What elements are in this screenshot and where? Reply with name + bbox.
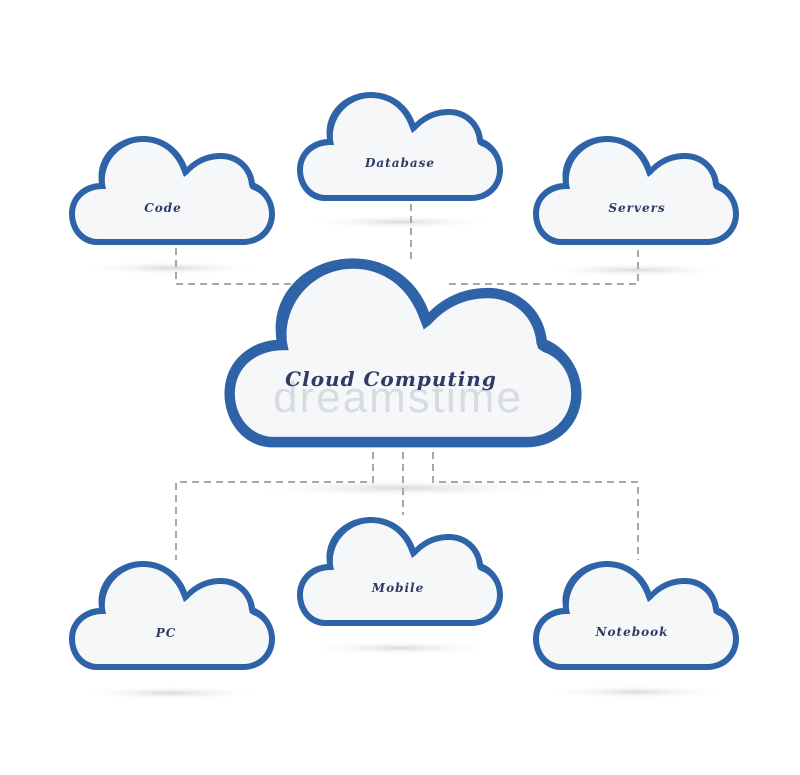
- shadow-notebook: [541, 685, 731, 699]
- cloud-node-servers: Servers: [533, 136, 739, 245]
- shadow-code: [75, 261, 265, 275]
- connectors: [175, 204, 639, 560]
- cloud-node-cloud-computing: dreamstime Cloud Computing: [224, 258, 582, 448]
- watermark: dreamstime: [273, 373, 523, 422]
- cloud-label-mobile: Mobile: [371, 581, 424, 595]
- cloud-label-pc: PC: [155, 626, 177, 640]
- connector-code: [175, 248, 300, 285]
- cloud-label-notebook: Notebook: [595, 625, 669, 639]
- cloud-node-notebook: Notebook: [533, 561, 739, 670]
- cloud-node-pc: PC: [69, 561, 275, 670]
- shadow-mobile: [305, 641, 495, 655]
- shadow-database: [305, 215, 495, 229]
- connector-pc: [175, 452, 374, 560]
- cloud-label-database: Database: [364, 156, 435, 170]
- shadow-pc: [75, 686, 265, 700]
- cloud-label-servers: Servers: [608, 201, 665, 215]
- cloud-node-database: Database: [297, 92, 503, 201]
- cloud-label-cloud-computing: Cloud Computing: [285, 367, 497, 391]
- cloud-node-mobile: Mobile: [297, 517, 503, 626]
- cloud-label-code: Code: [144, 201, 182, 215]
- shadow-servers: [541, 263, 731, 277]
- connector-notebook: [432, 452, 639, 560]
- cloud-node-code: Code: [69, 136, 275, 245]
- connector-servers: [445, 250, 639, 285]
